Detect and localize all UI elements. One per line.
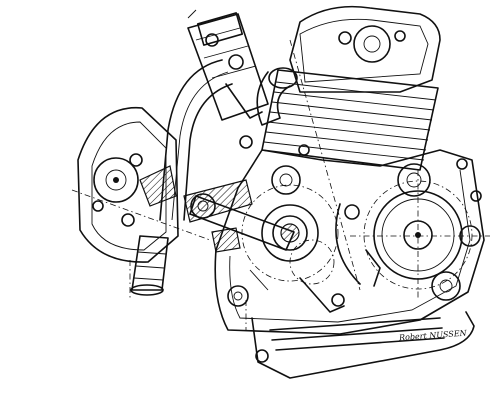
crankcase <box>214 135 485 335</box>
carburetor <box>187 9 269 121</box>
front-exhaust-downpipe <box>130 235 169 296</box>
gear-linkage <box>227 239 345 313</box>
clutch-gearbox <box>335 158 482 301</box>
rear-cylinder-fins <box>261 39 439 291</box>
exhaust-pipe <box>159 59 233 221</box>
front-cylinder-head <box>71 107 211 263</box>
construction-lines <box>129 170 490 330</box>
oil-sump <box>251 311 475 379</box>
rear-cylinder-head <box>289 5 441 93</box>
intake-manifold <box>256 67 298 126</box>
